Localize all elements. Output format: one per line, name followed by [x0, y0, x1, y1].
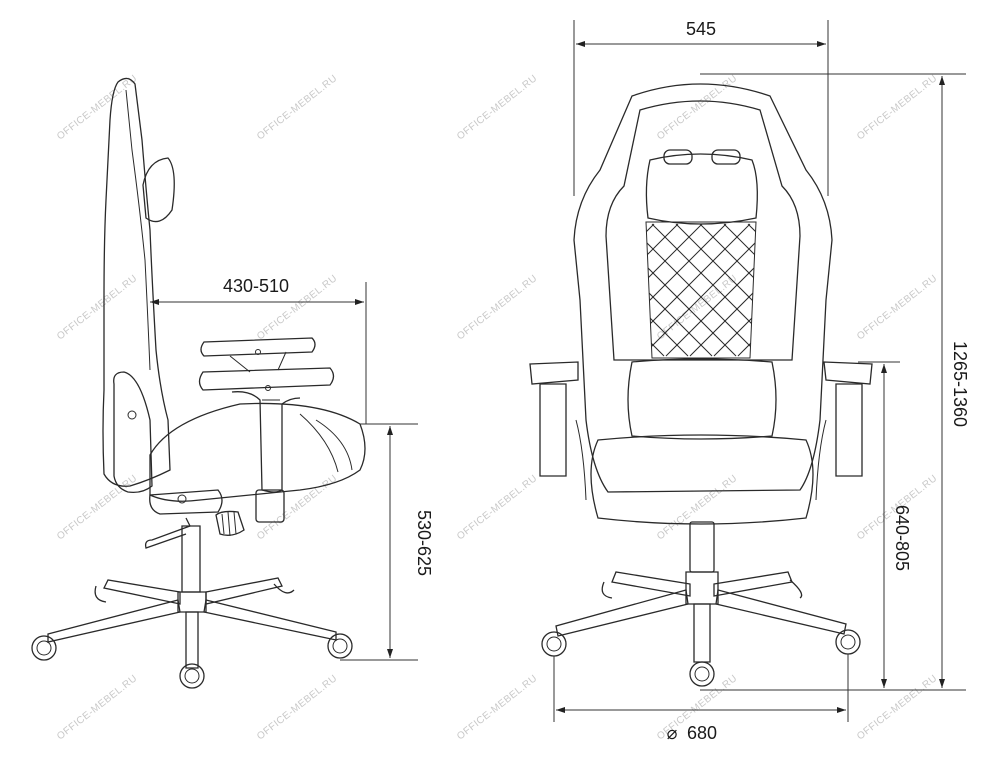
watermark-text: OFFICE-MEBEL.RU — [455, 273, 539, 342]
watermark-text: OFFICE-MEBEL.RU — [55, 273, 139, 342]
stitch-line — [772, 224, 904, 356]
stitch-line — [737, 223, 756, 357]
stitch-line — [646, 223, 737, 357]
stitch-line — [699, 223, 756, 357]
watermark-text: OFFICE-MEBEL.RU — [255, 473, 339, 542]
stitch-line — [646, 223, 679, 357]
total-height-label: 1265-1360 — [950, 341, 970, 427]
stitch-line — [646, 223, 655, 357]
watermark-text: OFFICE-MEBEL.RU — [255, 73, 339, 142]
width-label: 545 — [686, 19, 716, 39]
watermark-layer: OFFICE-MEBEL.RU OFFICE-MEBEL.RU OFFICE-MEB… — [55, 73, 939, 742]
dimension-seat-depth: 430-510 — [150, 276, 367, 424]
stitch-line — [426, 224, 558, 356]
watermark-text: OFFICE-MEBEL.RU — [655, 273, 739, 342]
dimension-armrest-height: 640-805 — [858, 361, 912, 688]
diameter-symbol: ⌀ — [667, 723, 678, 743]
watermark-text: OFFICE-MEBEL.RU — [455, 673, 539, 742]
watermark-text: OFFICE-MEBEL.RU — [55, 473, 139, 542]
stitch-line — [651, 223, 756, 357]
front-view-chair — [426, 83, 952, 687]
stitch-line — [762, 224, 894, 356]
watermark-text: OFFICE-MEBEL.RU — [455, 473, 539, 542]
base-diameter-label: 680 — [687, 723, 717, 743]
seat-height-label: 530-625 — [414, 510, 434, 576]
watermark-text: OFFICE-MEBEL.RU — [55, 673, 139, 742]
stitch-line — [646, 223, 756, 357]
stitch-line — [646, 223, 665, 357]
stitch-line — [474, 224, 606, 356]
stitch-line — [646, 223, 713, 357]
armrest-height-label: 640-805 — [892, 505, 912, 571]
watermark-text: OFFICE-MEBEL.RU — [55, 73, 139, 142]
stitch-line — [713, 223, 756, 357]
stitch-line — [646, 223, 756, 357]
dimension-base-diameter: ⌀ 680 — [553, 654, 849, 743]
watermark-text: OFFICE-MEBEL.RU — [655, 473, 739, 542]
dimension-total-height: 1265-1360 — [700, 73, 970, 691]
stitch-line — [646, 223, 727, 357]
seat-depth-label: 430-510 — [223, 276, 289, 296]
stitch-line — [675, 223, 756, 357]
watermark-text: OFFICE-MEBEL.RU — [255, 673, 339, 742]
stitch-line — [646, 223, 751, 357]
stitch-line — [689, 223, 756, 357]
stitch-line — [723, 223, 756, 357]
dimension-width: 545 — [573, 19, 829, 196]
diamond-stitching — [426, 223, 952, 357]
watermark-text: OFFICE-MEBEL.RU — [855, 273, 939, 342]
watermark-text: OFFICE-MEBEL.RU — [855, 673, 939, 742]
stitch-line — [646, 223, 689, 357]
stitch-line — [665, 223, 756, 357]
watermark-text: OFFICE-MEBEL.RU — [855, 73, 939, 142]
side-view-chair — [31, 77, 366, 689]
watermark-text: OFFICE-MEBEL.RU — [455, 73, 539, 142]
stitch-line — [646, 223, 703, 357]
dimension-seat-height: 530-625 — [340, 423, 434, 661]
stitch-line — [820, 224, 952, 356]
